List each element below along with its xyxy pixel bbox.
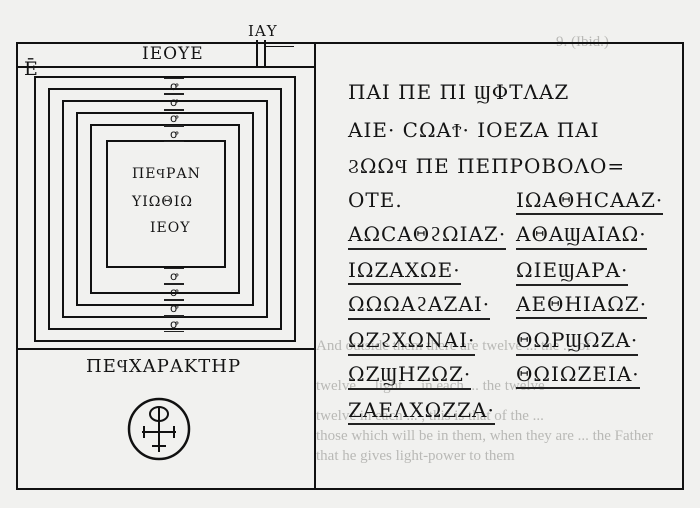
charakter-divider <box>16 348 316 350</box>
alpha-top-4: ꝍ <box>164 126 184 142</box>
iay-label: ΙΑΥ <box>248 22 278 40</box>
column-divider <box>314 42 316 490</box>
nest-square-3 <box>62 100 268 318</box>
iay-arrow <box>264 46 294 47</box>
text-line-7-left: ΩΩΩΑϩΑΖΑΙ· <box>348 292 491 320</box>
text-line-8-right: ΘΩΡϢΩΖΑ· <box>516 328 639 356</box>
ghost-line-1: And outside them there are twelve ... th… <box>316 338 591 354</box>
text-line-6-left: ΙΩΖΑΧΩΕ· <box>348 258 461 285</box>
text-line-9-left: ΩΖϢΗΖΩΖ· <box>348 362 472 390</box>
alpha-top-1: ꝍ <box>164 78 184 94</box>
left-mark: Ē <box>24 58 38 80</box>
center-line-2: ΥΙΩΘΙΩ <box>132 194 193 210</box>
alpha-bot-1: ꝍ <box>164 268 184 284</box>
text-line-10: ΖΑΕΛΧΩΖΖΑ· <box>348 398 495 425</box>
alpha-bot-2: ꝍ <box>164 284 184 300</box>
nest-square-1 <box>34 76 296 342</box>
iay-tick-2 <box>264 40 266 66</box>
text-line-3: ϨΩΩϤ ΠΕ ΠΕΠΡΟΒΟΛΟ= <box>348 154 626 178</box>
ghost-line-3: twelve in each ... , this is that of the… <box>316 408 544 424</box>
text-line-5-right: ΑΘΑϢΑΙΑΩ· <box>516 222 647 250</box>
text-line-1: ΠΑΙ ΠΕ ΠΙ ϢΦΤΛΑΖ <box>348 80 570 104</box>
ghost-line-2: twelve ... light ... in each ... the twe… <box>316 378 545 394</box>
name-top: ΙΕΟΥΕ <box>142 44 204 64</box>
nest-square-4 <box>76 112 254 306</box>
ghost-line-5: that he gives light-power to them <box>316 448 515 464</box>
center-line-3: ΙΕΟΥ <box>150 220 191 236</box>
ghost-line-4: those which will be in them, when they a… <box>316 428 653 444</box>
text-line-4-left: ΟΤΕ. <box>348 188 403 212</box>
center-line-1: ΠΕϤΡΑΝ <box>132 166 201 182</box>
text-line-9-right: ΘΩΙΩΖΕΙΑ· <box>516 362 640 389</box>
alpha-bot-3: ꝍ <box>164 300 184 316</box>
iay-tick-1 <box>256 40 258 66</box>
charakter-label: ΠΕϤΧΑΡΑΚΤΗΡ <box>86 356 242 377</box>
band-line <box>16 66 316 68</box>
nest-square-2 <box>48 88 282 330</box>
charakter-seal-icon <box>127 397 191 461</box>
text-line-2: ΑΙΕ· ϹΩΑϮ· ΙΟΕΖΑ ΠΑΙ <box>348 118 600 142</box>
text-line-4-right: ΙΩΑΘΗϹΑΑΖ· <box>516 188 664 215</box>
text-line-6-right: ΩΙΕϢΑΡΑ· <box>516 258 629 286</box>
alpha-top-2: ꝍ <box>164 94 184 110</box>
alpha-bot-4: ꝍ <box>164 316 184 332</box>
text-line-5-left: ΑΩϹΑΘϩΩΙΑΖ· <box>348 222 507 250</box>
outer-frame <box>16 42 684 490</box>
alpha-top-3: ꝍ <box>164 110 184 126</box>
text-line-7-right: ΑΕΘΗΙΑΩΖ· <box>516 292 648 319</box>
text-line-8-left: ΩΖϩΧΩΝΑΙ· <box>348 328 476 356</box>
